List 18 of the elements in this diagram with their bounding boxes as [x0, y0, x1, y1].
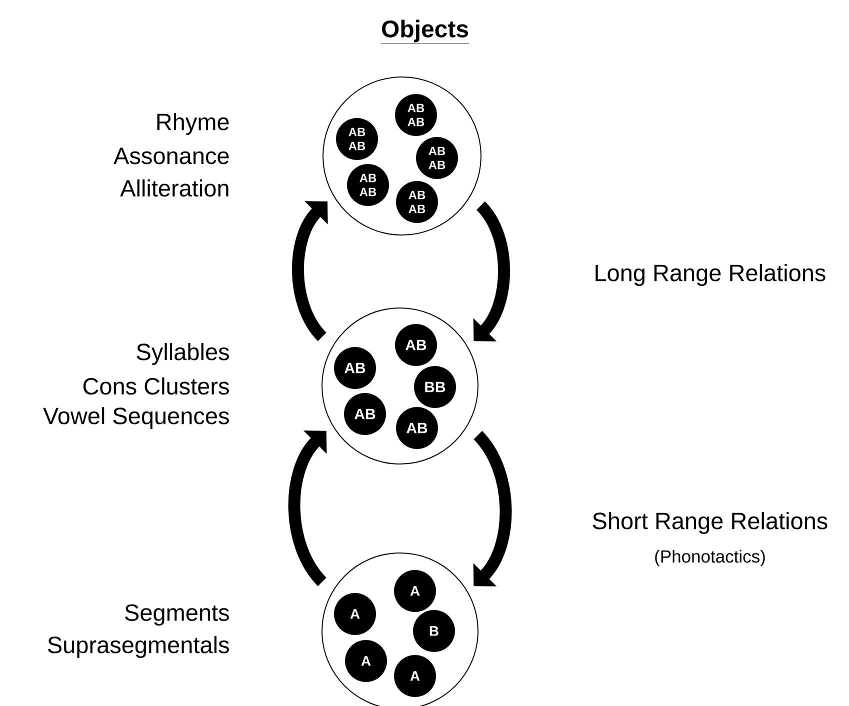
curved-arrow: [473, 202, 510, 342]
curved-arrow: [473, 431, 512, 586]
side-label: Assonance: [114, 148, 229, 164]
side-label: Segments: [125, 604, 229, 626]
side-label: Vowel Sequences: [43, 407, 229, 429]
curved-arrow: [292, 201, 328, 341]
side-label: Syllables: [136, 343, 229, 365]
relation-label: Long Range Relations: [596, 264, 826, 286]
side-label: Cons Clusters: [83, 377, 229, 395]
curved-arrow: [288, 430, 327, 586]
side-label: Suprasegmentals: [48, 636, 229, 658]
side-label: Rhyme: [157, 113, 229, 135]
relation-label: (Phonotactics): [655, 550, 765, 566]
side-label: Alliteration: [120, 179, 228, 197]
container-circle: [322, 76, 482, 236]
relation-label: Short Range Relations: [592, 512, 828, 534]
title: Objects: [380, 20, 470, 44]
container-circle: [322, 308, 478, 464]
